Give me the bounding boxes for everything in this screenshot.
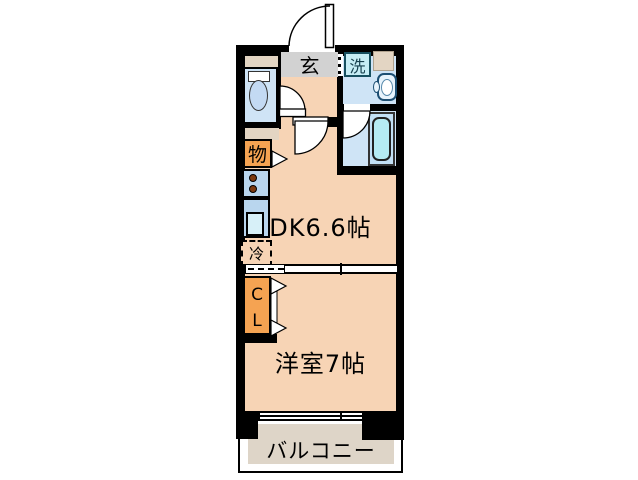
toilet-door-leaf <box>278 108 307 118</box>
closet-door-arrow-icon <box>270 277 288 295</box>
left-wall <box>236 45 245 412</box>
right-wall <box>396 45 404 412</box>
bathtub <box>372 117 391 161</box>
storage-closet: 物 <box>243 139 272 168</box>
entrance-door-leaf <box>324 3 335 49</box>
wash-basin-faucet <box>373 81 380 93</box>
bottom-wall-left-block <box>236 411 258 439</box>
balcony-window-rail <box>260 415 362 417</box>
washroom-counter <box>373 51 394 71</box>
stove-burner <box>249 174 257 182</box>
toilet-bowl <box>249 80 268 111</box>
closet-door-arrow-icon <box>270 319 288 337</box>
refrigerator-label: 冷 <box>248 245 264 263</box>
entrance-door-swing-arc <box>288 5 331 47</box>
bottom-wall-right-block <box>362 411 404 440</box>
sliding-door-tick <box>340 263 342 275</box>
bath-door-opening <box>344 104 370 111</box>
closet-bottom-wall <box>236 334 277 343</box>
washing-machine-label: 洗 <box>349 56 366 76</box>
washroom-door-hinge-dot <box>338 57 341 60</box>
storage-label: 物 <box>247 144 267 166</box>
toilet-shelf <box>244 56 278 67</box>
bathroom-door-swing <box>342 110 371 139</box>
washroom-door-hinge-dot <box>338 64 341 67</box>
wash-basin-bowl <box>381 79 393 96</box>
storage-door-arrow-icon <box>271 150 289 168</box>
toilet-door-swing <box>279 85 306 112</box>
hall-door-swing <box>294 120 329 155</box>
kitchen-stove <box>242 169 270 198</box>
balcony-label: バルコニー <box>266 439 376 463</box>
entrance-hall: 玄 <box>281 52 338 78</box>
washroom-door-hinge-dot <box>338 71 341 74</box>
entrance-label: 玄 <box>299 54 320 78</box>
upper-shelf-strip <box>245 128 279 140</box>
closet-label-c: C <box>251 285 263 305</box>
bath-bottom-wall <box>337 166 404 175</box>
partition-track-dashed <box>248 268 284 270</box>
washing-machine-space: 洗 <box>344 52 371 77</box>
stove-burner <box>249 185 257 193</box>
closet-label-l: L <box>252 310 262 331</box>
dining-kitchen-label: DK6.6帖 <box>269 214 372 242</box>
entrance-door-opening <box>289 45 335 56</box>
kitchen-sink <box>246 212 264 236</box>
balcony-window-tick <box>340 412 342 420</box>
closet: C L <box>243 276 271 335</box>
western-room-label: 洋室7帖 <box>274 350 367 378</box>
hall-wall-stub <box>327 117 343 127</box>
